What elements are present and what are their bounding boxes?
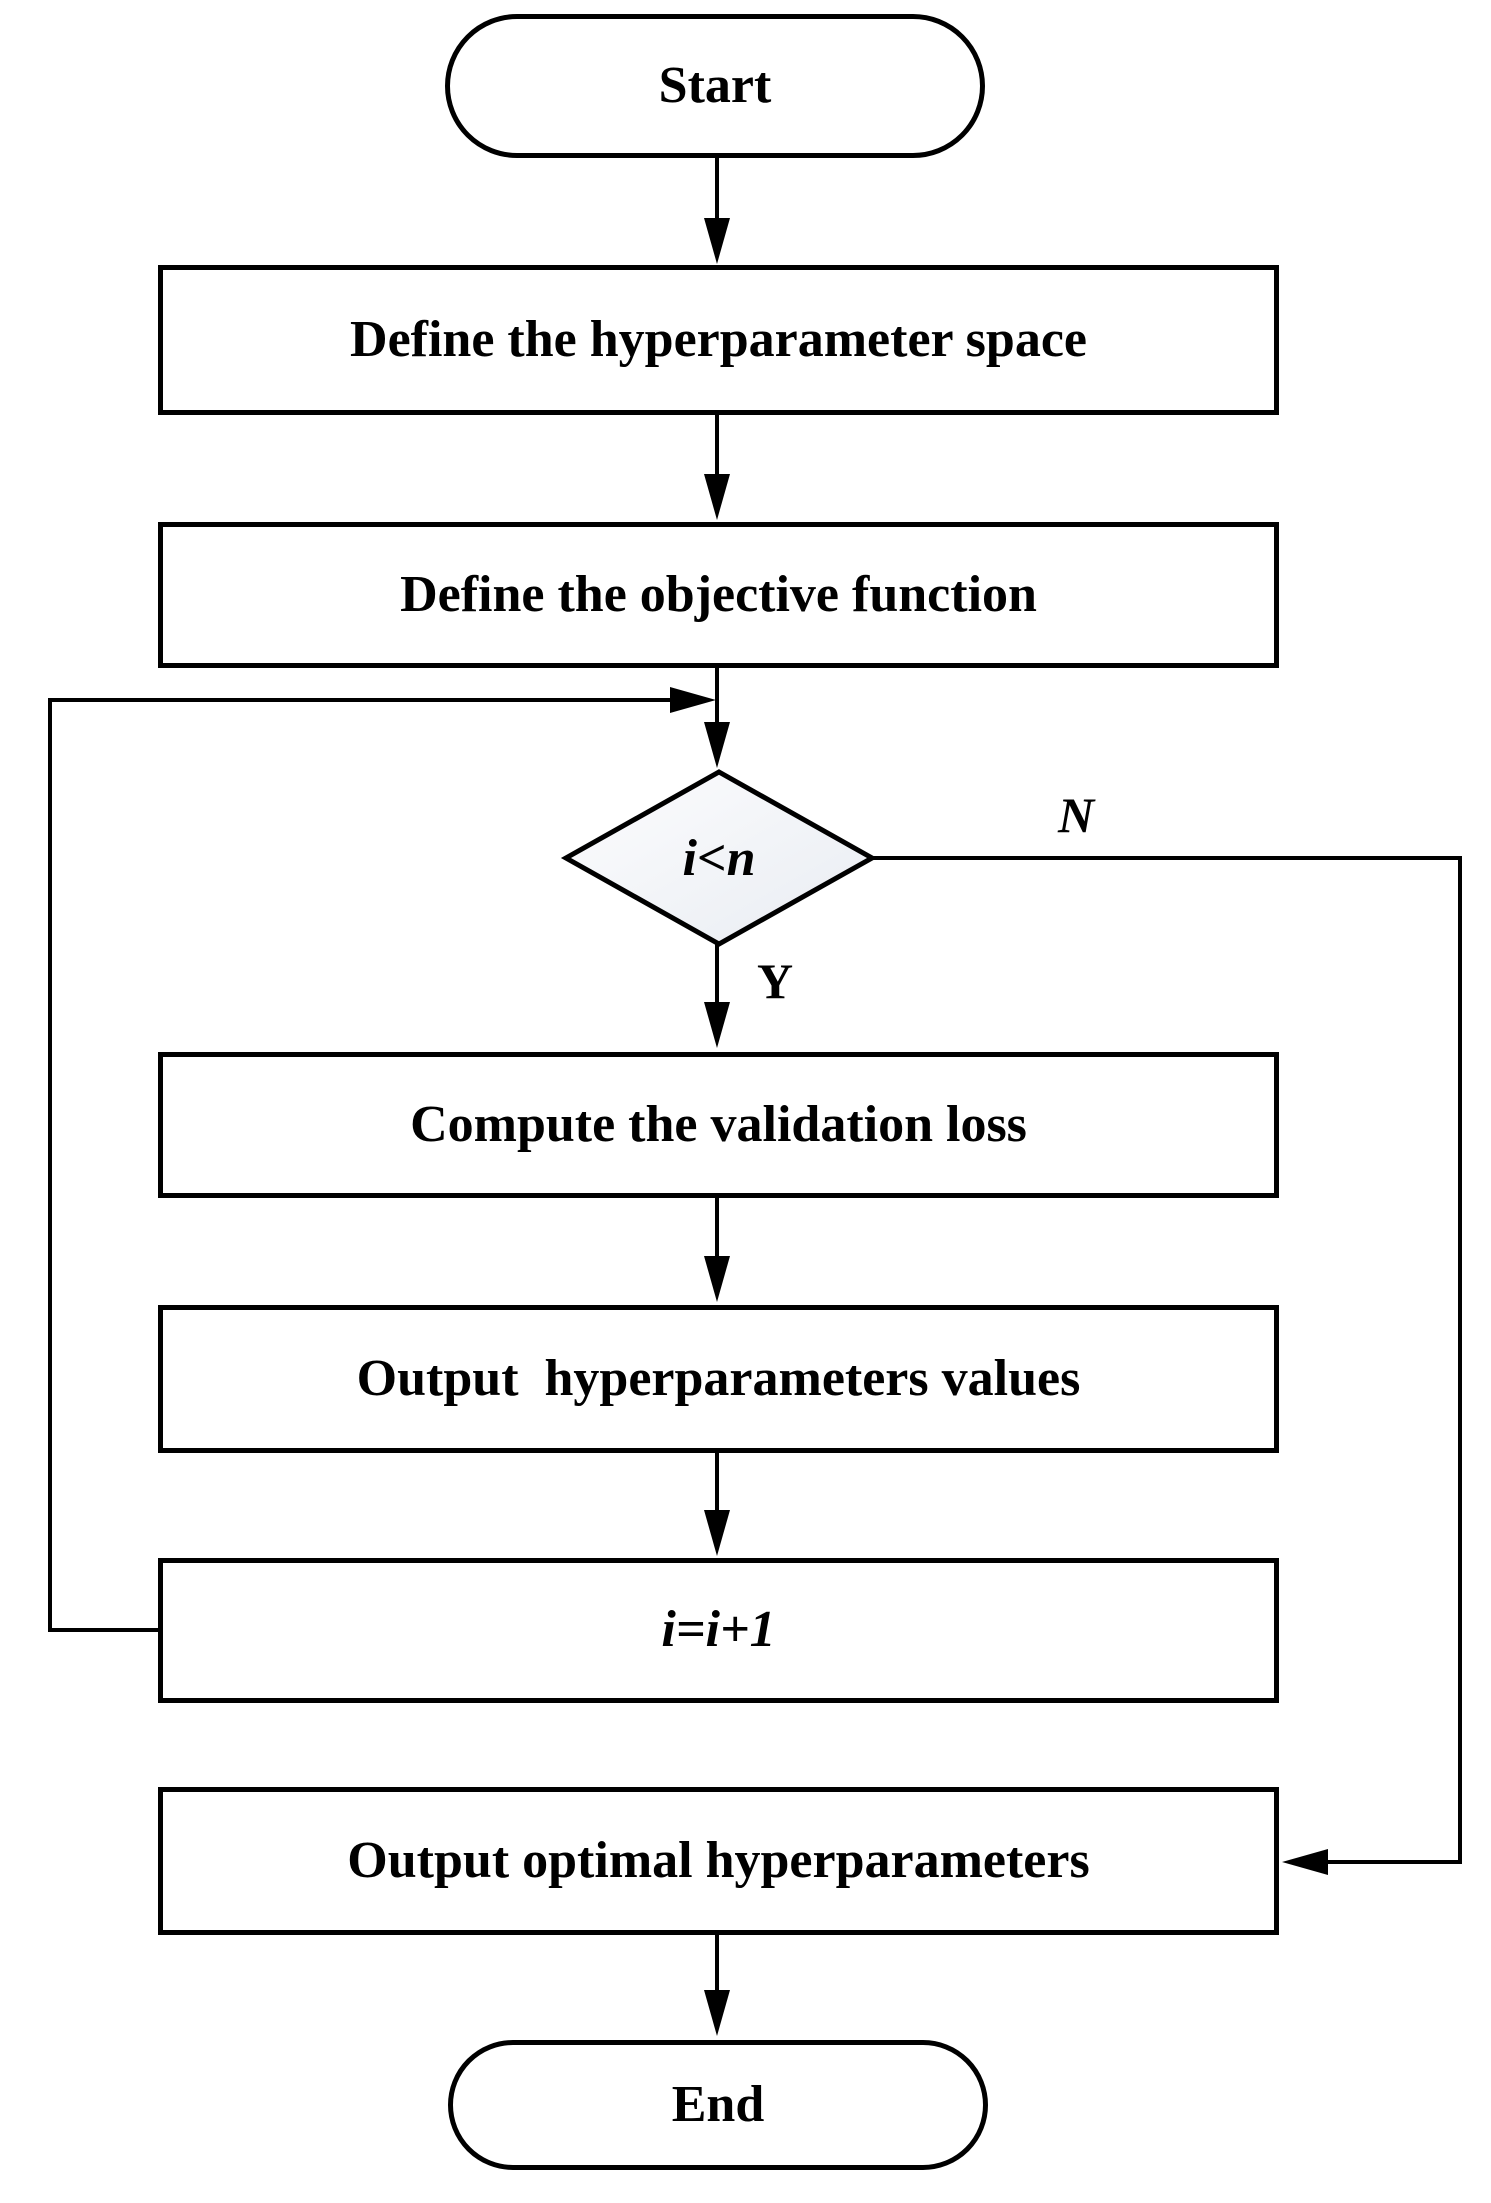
edge-output-values-to-increment: [715, 1450, 719, 1512]
arrowhead-into-compute-loss: [704, 1002, 730, 1048]
output-values-label: Output hyperparameters values: [356, 1349, 1081, 1407]
decision-i-less-than-n: i<n: [558, 764, 880, 952]
arrowhead-into-define-space: [704, 218, 730, 264]
arrowhead-into-increment: [704, 1510, 730, 1556]
define-objective-label: Define the objective function: [400, 565, 1037, 623]
arrowhead-loopback-junction: [670, 687, 716, 713]
define-space-label: Define the hyperparameter space: [350, 310, 1087, 368]
edge-define-objective-to-decision: [715, 665, 719, 727]
arrowhead-into-output-values: [704, 1256, 730, 1302]
edge-define-space-to-define-objective: [715, 412, 719, 476]
start-label: Start: [658, 56, 772, 114]
start-terminator: Start: [445, 14, 985, 158]
end-label: End: [671, 2075, 765, 2133]
process-increment-i: i=i+1: [158, 1558, 1279, 1703]
loopback-bottom-line: [48, 1628, 160, 1632]
increment-label: i=i+1: [661, 1601, 776, 1659]
edge-output-optimal-to-end: [715, 1932, 719, 1992]
process-compute-validation-loss: Compute the validation loss: [158, 1052, 1279, 1198]
edge-start-to-define-space: [715, 156, 719, 222]
arrowhead-into-define-objective: [704, 474, 730, 520]
arrowhead-into-decision: [704, 722, 730, 768]
edge-compute-loss-to-output-values: [715, 1195, 719, 1257]
compute-loss-label: Compute the validation loss: [410, 1095, 1027, 1153]
process-output-hyperparameters-values: Output hyperparameters values: [158, 1305, 1279, 1453]
loopback-top-line: [48, 698, 673, 702]
process-output-optimal-hyperparameters: Output optimal hyperparameters: [158, 1787, 1279, 1935]
no-branch-vertical-line: [1458, 856, 1462, 1864]
process-define-hyperparameter-space: Define the hyperparameter space: [158, 265, 1279, 415]
process-define-objective-function: Define the objective function: [158, 522, 1279, 668]
loopback-vertical-line: [48, 698, 52, 1632]
edge-decision-to-compute-loss: [715, 942, 719, 1004]
decision-label: i<n: [682, 829, 756, 887]
arrowhead-into-output-optimal: [1282, 1849, 1328, 1875]
arrowhead-into-end: [704, 1990, 730, 2036]
end-terminator: End: [448, 2040, 988, 2170]
no-branch-horizontal-line: [870, 856, 1462, 860]
edge-label-no: N: [1058, 787, 1095, 843]
no-branch-entry-line: [1326, 1860, 1462, 1864]
edge-label-yes: Y: [757, 953, 794, 1009]
decision-diamond-shape: [560, 769, 878, 947]
output-optimal-label: Output optimal hyperparameters: [347, 1831, 1090, 1889]
